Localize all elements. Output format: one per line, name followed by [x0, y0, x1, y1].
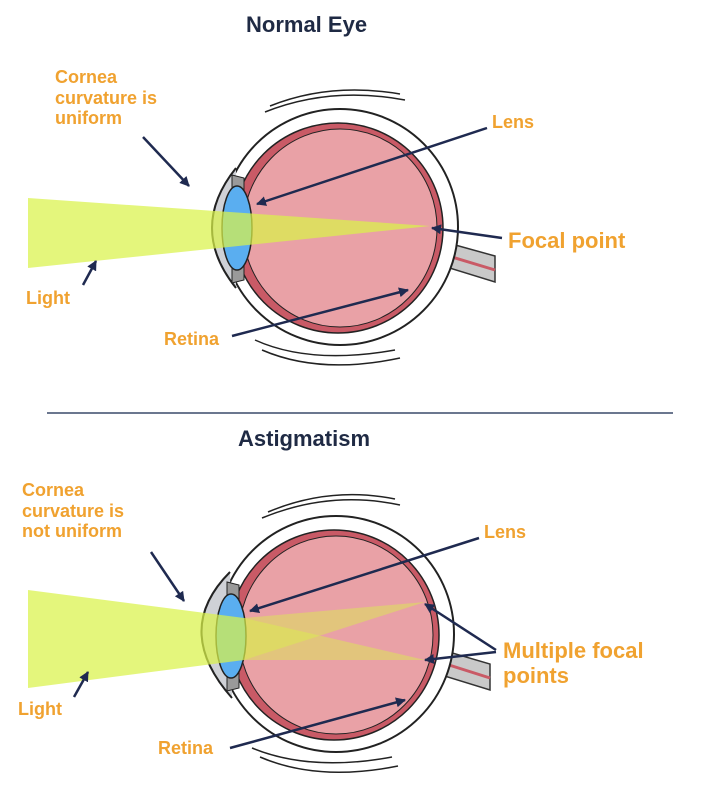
normal-cornea-label-line2: curvature is	[55, 87, 158, 108]
astig-multiple-focal-label: Multiple focal points	[503, 638, 644, 689]
normal-cornea-label: Cornea curvature is uniform	[55, 67, 157, 129]
normal-retina-label: Retina	[164, 329, 220, 349]
astig-light-label: Light	[18, 699, 62, 719]
light-beam	[28, 198, 430, 268]
astig-cornea-label: Cornea curvature is not uniform	[22, 480, 124, 542]
normal-eye-diagram	[28, 89, 503, 366]
normal-eye-title: Normal Eye	[246, 12, 368, 37]
normal-light-label: Light	[26, 288, 70, 308]
normal-cornea-label-line1: Cornea	[55, 67, 118, 87]
astig-lens-label: Lens	[484, 522, 527, 542]
astig-cornea-label-line1: Cornea	[22, 480, 85, 500]
astig-cornea-label-line2: curvature is	[22, 500, 125, 521]
astig-retina-label: Retina	[158, 738, 214, 758]
normal-cornea-label-line3: uniform	[55, 108, 122, 129]
normal-focal-point-label: Focal point	[508, 228, 626, 253]
astig-cornea-label-line3: not uniform	[22, 521, 122, 542]
astigmatism-title: Astigmatism	[238, 426, 371, 451]
astig-focal-label-line1: Multiple focal	[503, 638, 644, 663]
astig-focal-label-line2: points	[503, 663, 569, 689]
astigmatism-eye-diagram	[28, 493, 497, 773]
normal-lens-label: Lens	[492, 112, 535, 132]
